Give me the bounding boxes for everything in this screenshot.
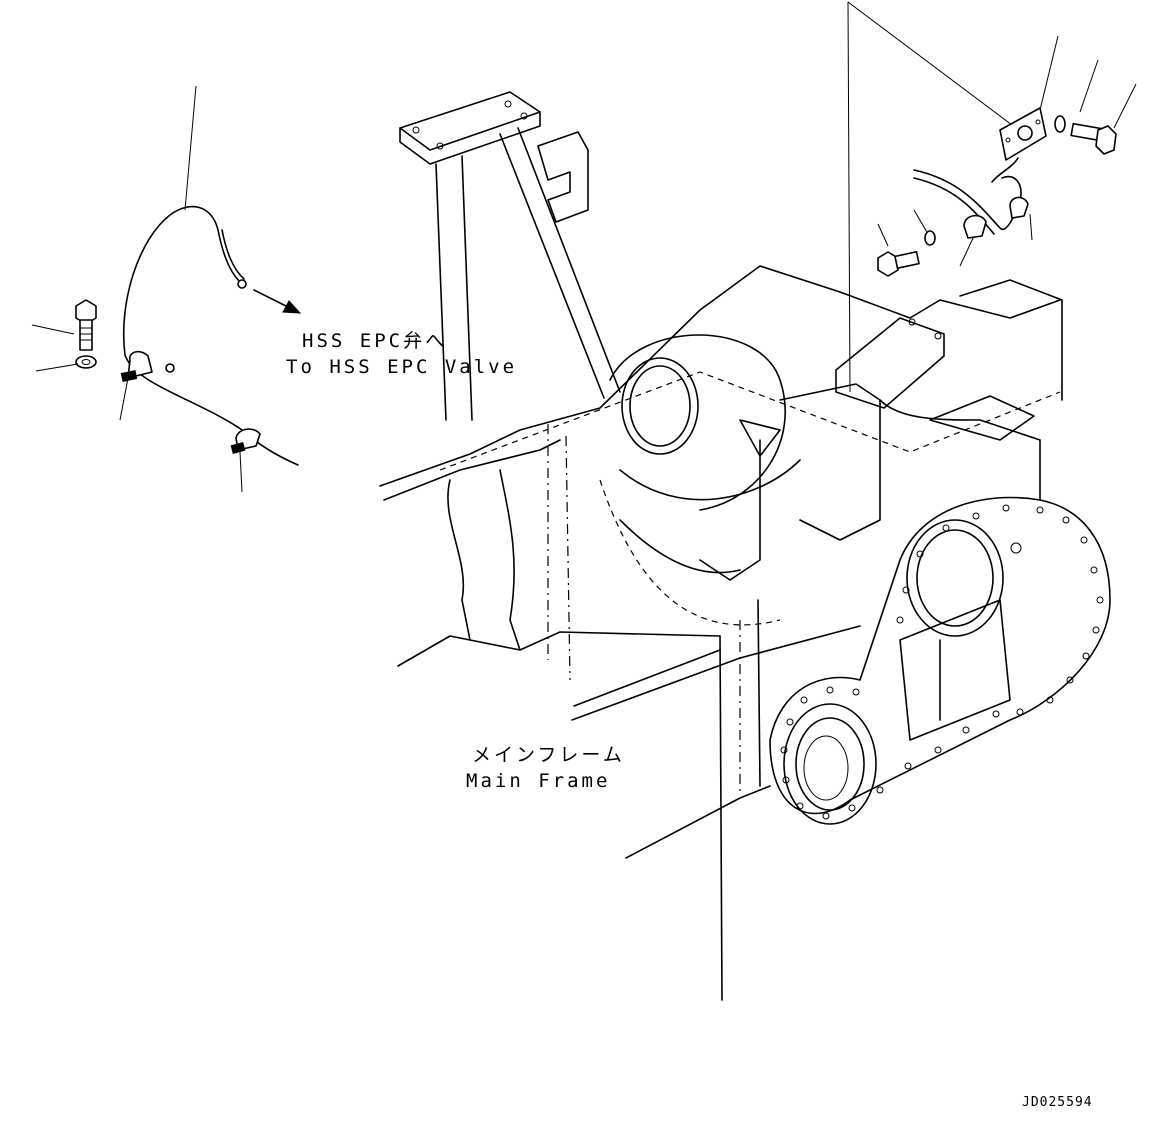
frame-top-edge — [379, 265, 841, 487]
bore-right-lower — [783, 703, 877, 825]
leader-clip — [239, 451, 243, 493]
leader-washer-right — [1079, 59, 1099, 113]
harness-wire-right — [913, 169, 1022, 231]
bore-center — [621, 357, 699, 455]
bore-right-upper — [906, 519, 1004, 637]
leader-bolt — [31, 324, 75, 335]
bolt-right — [1070, 122, 1117, 155]
clamp-right-2 — [1009, 196, 1029, 219]
bolt-holes — [780, 504, 1104, 820]
side-plate — [769, 496, 1111, 815]
leader-top-long — [847, 1, 1017, 129]
clip-left — [230, 428, 261, 455]
wire-terminal — [237, 279, 247, 289]
label-hss-valve-en: To HSS EPC Valve — [286, 356, 518, 378]
label-main-frame-ja: メインフレーム — [472, 744, 625, 766]
left-harness-group — [31, 85, 302, 493]
clamp-right-1 — [963, 214, 987, 239]
clamp-left — [120, 350, 175, 382]
main-frame-drawing — [379, 91, 1111, 1001]
right-harness-group — [847, 1, 1137, 393]
label-hss-valve-ja: HSS EPC弁へ — [302, 330, 448, 352]
harness-wire-inner — [221, 229, 245, 280]
post-left-edge — [435, 163, 447, 421]
washer-right — [1054, 115, 1066, 133]
leader-clamp — [119, 377, 129, 421]
post-top-plate — [399, 91, 541, 151]
harness-wire — [122, 205, 299, 466]
arrow-head — [282, 300, 302, 314]
leader-vertical — [847, 1, 851, 393]
upper-right-bracket — [835, 317, 945, 409]
hook-bracket — [537, 131, 589, 223]
label-main-frame-en: Main Frame — [466, 770, 611, 792]
leader-harness — [184, 85, 197, 211]
leader-bolt-right — [1113, 83, 1137, 129]
drawing-id: JD025594 — [1022, 1095, 1093, 1110]
bolt-small — [877, 251, 920, 277]
bolt-left — [75, 299, 97, 351]
leader-bracket — [1039, 35, 1059, 111]
washer-left — [75, 355, 97, 369]
washer-small — [924, 230, 936, 246]
leader-washer — [35, 363, 79, 372]
